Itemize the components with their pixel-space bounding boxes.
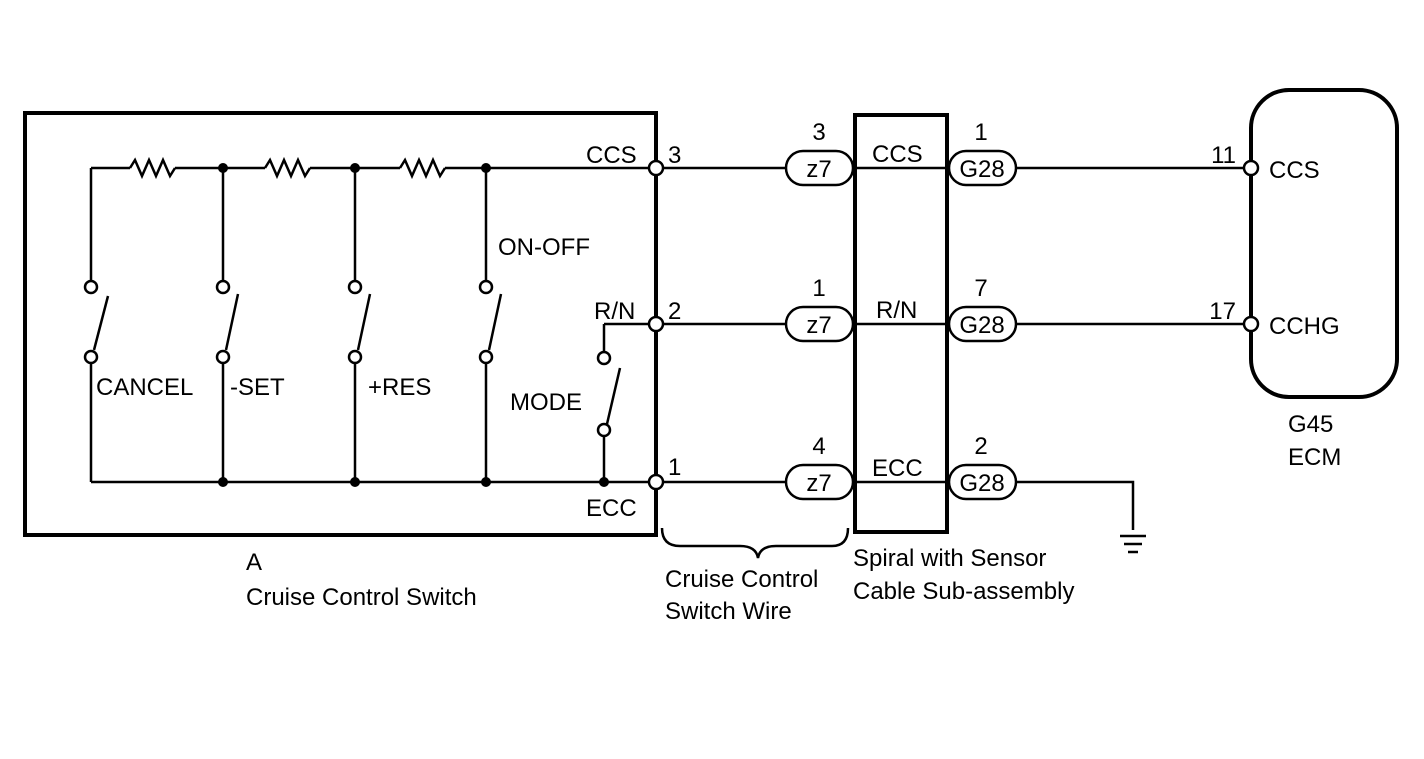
g28-pin-rn: 7 [974, 275, 987, 302]
g28-pin-ccs: 1 [974, 119, 987, 146]
switch-set [215, 279, 240, 482]
ecm-terminal-cchg [1242, 315, 1260, 333]
resistor-3 [398, 156, 447, 180]
connector-g28-label: G28 [959, 312, 1004, 339]
pin-signal-ccs: CCS [586, 142, 637, 169]
connector-g28-label: G28 [959, 156, 1004, 183]
ecm-name: ECM [1288, 444, 1341, 471]
connector-z7-label: z7 [806, 312, 831, 339]
terminal-ccs [647, 159, 665, 177]
spiral-name-line2: Cable Sub-assembly [853, 578, 1074, 605]
resistor-ladder [89, 156, 650, 283]
terminal-ecc [647, 473, 665, 491]
connector-z7-label: z7 [806, 156, 831, 183]
switch-on-off [478, 279, 503, 482]
pin-signal-rn: R/N [594, 298, 635, 325]
switch-label-on-off: ON-OFF [498, 234, 590, 261]
ecm-pin-cchg: 17 [1209, 298, 1236, 325]
connector-g28 [947, 463, 1018, 501]
ground-icon [1120, 534, 1146, 554]
connector-g28 [947, 149, 1018, 187]
wire-brace [660, 527, 850, 559]
spiral-name-line1: Spiral with Sensor [853, 545, 1046, 572]
connector-z7-label: z7 [806, 470, 831, 497]
ecm-terminal-ccs [1242, 159, 1260, 177]
switch-unit-letter: A [246, 549, 262, 576]
z7-pin-rn: 1 [812, 275, 825, 302]
switch-label-mode: MODE [510, 389, 582, 416]
spiral-signal-rn: R/N [876, 297, 917, 324]
cruise-control-switch-box [23, 111, 658, 537]
switch-res [347, 279, 372, 482]
resistor-1 [128, 156, 177, 180]
ecm-pin-ccs: 11 [1211, 142, 1236, 169]
g28-pin-ecc: 2 [974, 433, 987, 460]
pin-number-ecc: 1 [668, 454, 681, 481]
switch-label-set: -SET [230, 374, 285, 401]
spiral-signal-ccs: CCS [872, 141, 923, 168]
terminal-rn [647, 315, 665, 333]
ecm-box [1249, 88, 1399, 399]
connector-g28-label: G28 [959, 470, 1004, 497]
z7-pin-ecc: 4 [812, 433, 825, 460]
pin-signal-ecc: ECC [586, 495, 637, 522]
resistor-2 [263, 156, 312, 180]
connector-g28 [947, 305, 1018, 343]
z7-pin-ccs: 3 [812, 119, 825, 146]
spiral-signal-ecc: ECC [872, 455, 923, 482]
switch-label-cancel: CANCEL [96, 374, 193, 401]
ecm-signal-cchg: CCHG [1269, 313, 1340, 340]
switch-mode [596, 322, 650, 482]
switch-cancel [83, 279, 110, 482]
ecm-signal-ccs: CCS [1269, 157, 1320, 184]
pin-number-rn: 2 [668, 298, 681, 325]
wire-name-line1: Cruise Control [665, 566, 818, 593]
switch-label-res: +RES [368, 374, 431, 401]
pin-number-ccs: 3 [668, 142, 681, 169]
wire-name-line2: Switch Wire [665, 598, 792, 625]
switch-unit-name: Cruise Control Switch [246, 584, 477, 611]
ecm-code: G45 [1288, 411, 1333, 438]
